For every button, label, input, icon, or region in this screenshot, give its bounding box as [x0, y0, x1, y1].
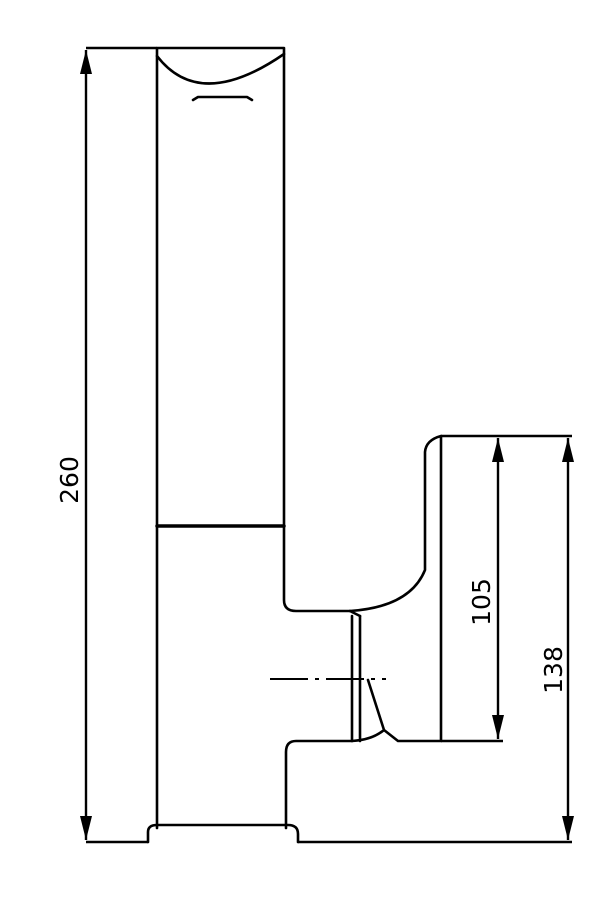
overall-height-label: 260: [55, 456, 84, 504]
aerator-curve: [155, 52, 286, 85]
lever-handle: [348, 434, 443, 743]
arrow-bottom: [562, 816, 574, 840]
handle-height-label: 138: [539, 646, 568, 694]
dimension-handle-height: [298, 438, 574, 844]
faucet-body-outline: [155, 46, 354, 830]
lever-joint: [348, 609, 362, 618]
aerator-outlet: [191, 95, 254, 102]
arrow-top: [492, 438, 504, 462]
dimension-spout-height: [441, 434, 572, 743]
arrow-top: [80, 50, 92, 74]
arrow-bottom: [80, 816, 92, 840]
dimension-overall-height: [80, 46, 157, 844]
spout-height-label: 105: [467, 578, 496, 626]
base-plate: [146, 823, 300, 844]
faucet-outline: [146, 46, 443, 844]
arrow-top: [562, 438, 574, 462]
arrow-bottom: [492, 715, 504, 739]
